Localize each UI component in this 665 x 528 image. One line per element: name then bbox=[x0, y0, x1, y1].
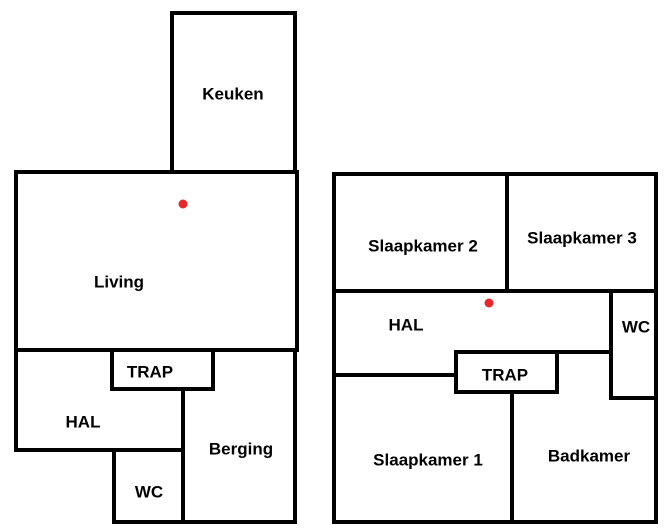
label-badkamer: Badkamer bbox=[548, 446, 631, 465]
living-room bbox=[14, 170, 299, 352]
ground-wc-room bbox=[112, 448, 185, 524]
ground-trap-room bbox=[110, 348, 215, 391]
label-upper-trap: TRAP bbox=[482, 365, 528, 384]
upper-floor-plan: Slaapkamer 2 Slaapkamer 3 HAL WC TRAP Sl… bbox=[332, 172, 658, 524]
upper-wc-walls bbox=[609, 289, 658, 400]
label-berging: Berging bbox=[209, 439, 273, 458]
ground-floor-marker-dot bbox=[178, 199, 188, 209]
label-ground-wc: WC bbox=[135, 482, 163, 501]
label-upper-wc: WC bbox=[622, 317, 650, 336]
label-ground-hal: HAL bbox=[66, 412, 101, 431]
upper-floor-outline bbox=[332, 172, 658, 524]
label-ground-trap: TRAP bbox=[127, 362, 173, 381]
ground-floor-plan: Keuken Living TRAP HAL Berging WC bbox=[14, 11, 299, 524]
label-living: Living bbox=[94, 272, 144, 291]
berging-walls bbox=[181, 348, 297, 524]
label-keuken: Keuken bbox=[202, 84, 263, 103]
label-slaapkamer-1: Slaapkamer 1 bbox=[373, 450, 483, 469]
label-slaapkamer-2: Slaapkamer 2 bbox=[368, 236, 478, 255]
upper-floor-marker-dot bbox=[484, 298, 494, 308]
label-slaapkamer-3: Slaapkamer 3 bbox=[527, 228, 637, 247]
label-upper-hal: HAL bbox=[389, 315, 424, 334]
upper-trap-room bbox=[454, 350, 559, 394]
